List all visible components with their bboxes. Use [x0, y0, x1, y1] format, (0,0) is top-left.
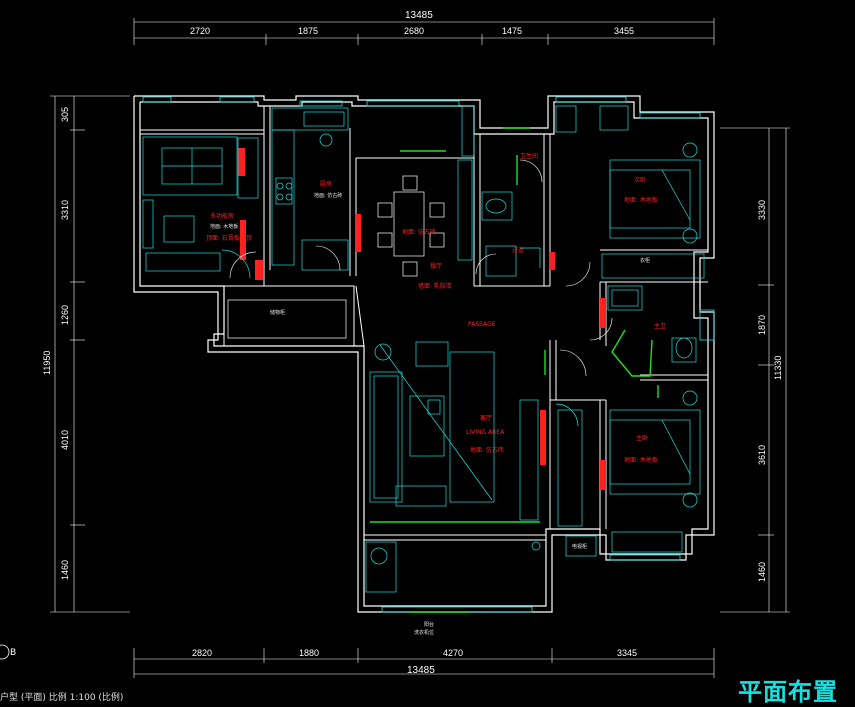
right-dim-2: 1870 [757, 315, 767, 335]
bottom-dim-4: 3345 [617, 648, 637, 658]
right-dim-3: 3610 [757, 445, 767, 465]
note-bedroom2-floor: 地面: 木地板 [624, 196, 658, 204]
top-dim-2: 1875 [298, 26, 318, 36]
right-dim-4: 1460 [757, 562, 767, 582]
top-dim-5: 3455 [614, 26, 634, 36]
top-dim-3: 2680 [404, 26, 424, 36]
left-dim-3: 1260 [60, 305, 70, 325]
red-accents [238, 148, 606, 490]
room-label-living: 客厅 [480, 414, 492, 422]
bottom-dim-2: 1880 [299, 648, 319, 658]
drawing-title: 平面布置 [738, 678, 838, 706]
left-dim-2: 3310 [60, 200, 70, 220]
right-dim-1: 3330 [757, 200, 767, 220]
room-label-corridor-en: PASSAGE [468, 321, 496, 328]
room-label-living-en: LIVING AREA [466, 429, 505, 436]
room-label-kitchen: 厨房 [320, 180, 332, 188]
room-label-bath-small: 卫生间 [520, 152, 538, 160]
note-dining-floor: 地面: 仿古砖 [402, 228, 436, 236]
interior-walls [139, 106, 708, 541]
left-total-dimension: 11950 [42, 351, 52, 375]
top-dim-1: 2720 [190, 26, 210, 36]
top-dim-4: 1475 [502, 26, 522, 36]
room-label-master-bedroom: 主卧 [636, 434, 648, 442]
note-living-floor: 地面: 仿古砖 [470, 446, 504, 454]
note-kitchen-floor: 地面: 仿古砖 [314, 192, 342, 199]
note-master-floor: 地面: 木地板 [624, 456, 658, 464]
green-accents [370, 127, 659, 613]
furniture [142, 105, 705, 593]
drawing-subtitle: 户型 (平面) 比例 1:100 (比例) [0, 693, 124, 703]
note-study-floor: 地面: 木地板 [210, 223, 238, 230]
tatami-platform [142, 136, 238, 196]
left-dim-5: 1460 [60, 560, 70, 580]
room-label-master-bath: 主卫 [654, 322, 666, 330]
axis-marker: B [0, 644, 16, 660]
door-swings [229, 159, 613, 377]
room-label-bedroom-2: 次卧 [634, 176, 646, 184]
room-label-dining: 餐厅 [430, 262, 442, 270]
top-dimensions [133, 18, 715, 45]
left-dim-1: 305 [60, 107, 70, 122]
bottom-dimensions [133, 648, 715, 678]
left-dim-4: 4010 [60, 430, 70, 450]
note-study-ceiling: 顶面: 石膏板吊顶 [206, 234, 252, 242]
right-total-dimension: 11330 [773, 356, 783, 380]
label-balcony: 阳台 [424, 621, 434, 628]
room-label-passage: 过道 [512, 246, 524, 254]
top-total-dimension: 13485 [405, 10, 433, 21]
bottom-dim-1: 2820 [192, 648, 212, 658]
note-dining-wall: 墙面: 乳胶漆 [418, 282, 452, 290]
left-dimensions [50, 95, 130, 613]
right-dimensions [720, 127, 790, 613]
label-wardrobe: 衣柜 [640, 257, 650, 264]
bottom-total-dimension: 13485 [407, 665, 435, 676]
room-label-study: 多功能房 [210, 212, 234, 220]
axis-marker-label: B [10, 648, 16, 658]
label-cabinet: 储物柜 [270, 309, 285, 316]
bottom-dim-3: 4270 [443, 648, 463, 658]
label-laundry: 洗衣机位 [414, 629, 434, 636]
label-tv-cabinet: 电视柜 [572, 543, 587, 550]
